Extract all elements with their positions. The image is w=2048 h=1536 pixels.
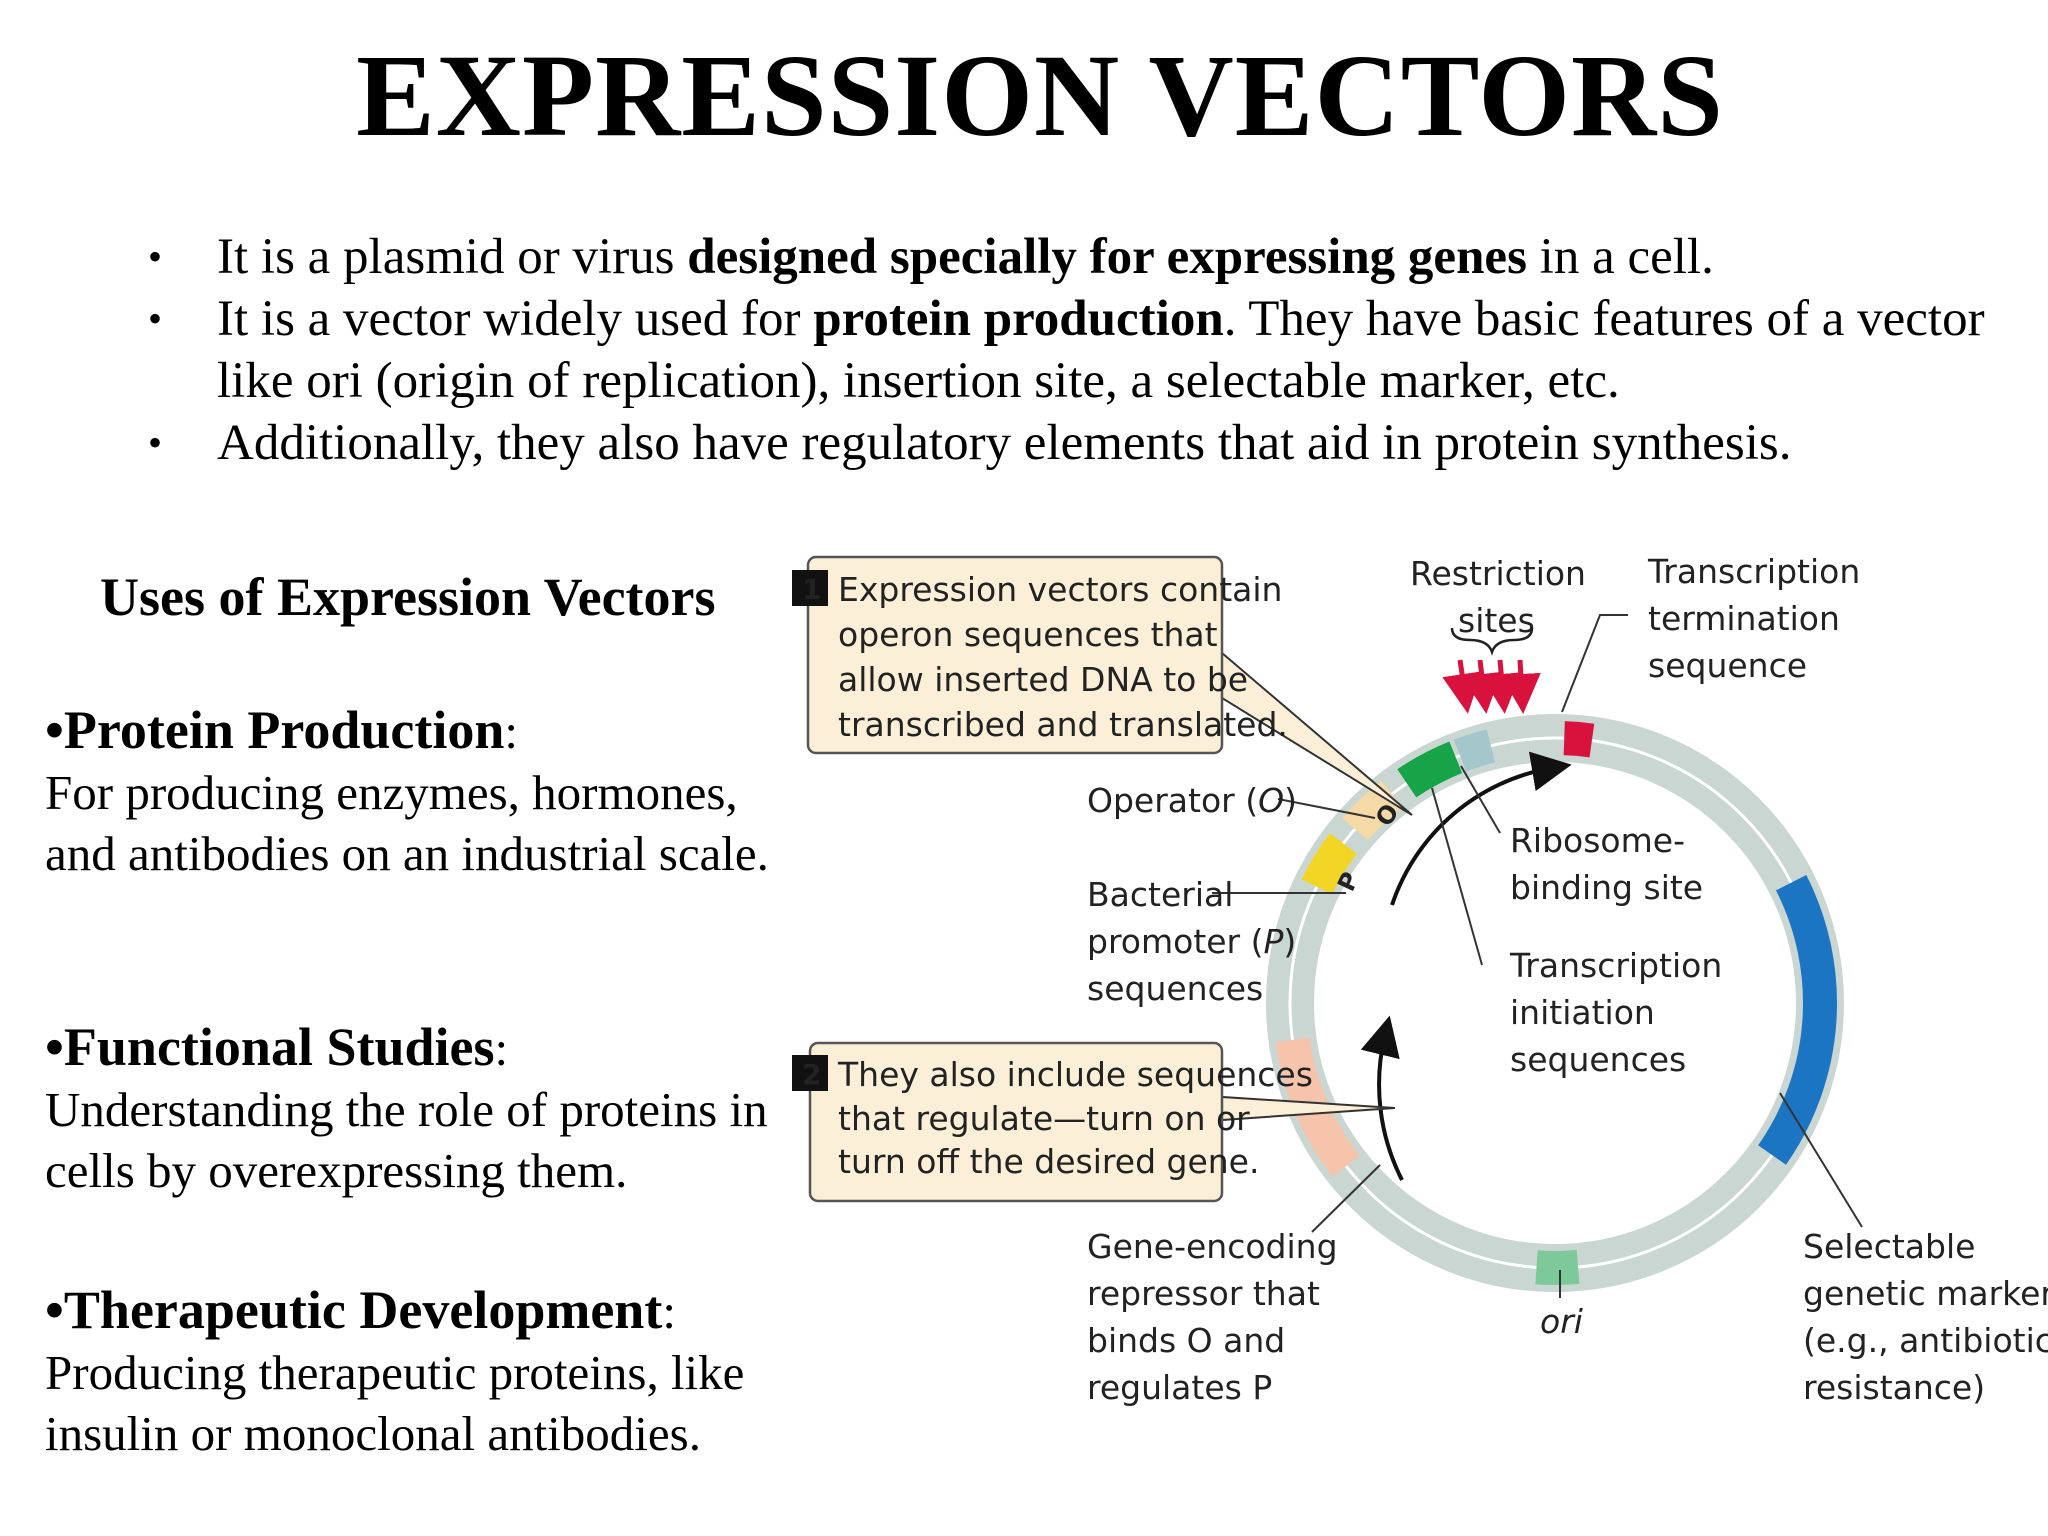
use-heading: Therapeutic Development [63,1280,663,1340]
operator-leader [1277,798,1376,819]
initiation-label: Transcription [1509,946,1722,985]
termination-label: termination [1648,599,1840,638]
box2-line: that regulate—turn on or [838,1099,1250,1138]
promoter-label: Bacterial [1087,875,1233,914]
restriction-label: Restriction [1410,554,1586,593]
bullet-text: Additionally, they also have regulatory … [217,415,1792,471]
box1-number-badge [792,570,828,606]
promoter-label: promoter (P) [1087,922,1296,961]
restriction-arrows [1442,659,1541,714]
box1-number: 1 [802,573,821,606]
bullet-list: • It is a plasmid or virus designed spec… [140,226,2020,474]
box1-line: operon sequences that [838,615,1218,654]
bullet-bold-text: protein production [813,291,1224,347]
promoter-label: sequences [1087,969,1263,1008]
use-item-functional-studies: •Functional Studies: Understanding the r… [45,1017,805,1201]
marker-label: (e.g., antibiotic [1803,1321,2048,1360]
termination-label: Transcription [1647,552,1860,591]
restriction-label: sites [1458,601,1535,640]
initiation-label: initiation [1510,993,1655,1032]
promoter-segment [1301,833,1358,895]
use-description: Producing therapeutic proteins, like ins… [45,1345,745,1461]
box1-line: transcribed and translated. [838,705,1288,744]
marker-label: genetic marker [1803,1274,2048,1313]
uses-heading: Uses of Expression Vectors [100,567,716,627]
restriction-brace [1450,627,1534,656]
bullet-item: • Additionally, they also have regulator… [140,412,2020,474]
marker-label: Selectable [1803,1227,1975,1266]
use-heading: Protein Production [63,700,505,760]
box2-number: 2 [802,1058,821,1091]
bullet-item: • It is a plasmid or virus designed spec… [140,226,2020,288]
repressor-label: repressor that [1087,1274,1320,1313]
use-description: Understanding the role of proteins in ce… [45,1082,768,1198]
use-item-protein-production: •Protein Production: For producing enzym… [45,700,805,884]
bullet-text: It is a vector widely used for [217,291,814,347]
box2-line: turn off the desired gene. [838,1142,1259,1181]
ribosome-binding-segment [1453,729,1496,772]
bullet-item: • It is a vector widely used for protein… [140,288,2020,412]
callout-box-1 [806,555,1224,755]
box2-number-badge [792,1055,828,1091]
box1-line: Expression vectors contain [838,570,1282,609]
repressor-label: binds O and [1087,1321,1285,1360]
box1-line: allow inserted DNA to be [838,660,1248,699]
bullet-text: It is a plasmid or virus [217,229,688,285]
bullet-dot: • [148,234,163,279]
operator-label: Operator (O) [1087,781,1297,820]
termination-segment [1563,721,1595,758]
use-description: For producing enzymes, hormones, and ant… [45,765,769,881]
ori-label: ori [1540,1302,1583,1341]
ribosome-label: binding site [1510,868,1703,907]
bullet-dot: • [148,296,163,341]
operator-segment [1342,780,1403,841]
bullet-dot: • [148,420,163,465]
ribosome-leader [1460,765,1501,834]
bullet-bold-text: designed specially for expressing genes [687,229,1527,285]
callout-box-2 [808,1041,1224,1203]
termination-label: sequence [1648,646,1807,685]
marker-label: resistance) [1803,1368,1985,1407]
transcription-arrow [1390,751,1572,906]
use-item-therapeutic-development: •Therapeutic Development: Producing ther… [45,1280,805,1464]
initiation-label: sequences [1510,1040,1686,1079]
termination-leader [1561,614,1628,713]
repressor-label: regulates P [1087,1368,1272,1407]
ori-segment [1535,1250,1580,1285]
use-heading: Functional Studies [63,1017,495,1077]
repressor-leader [1311,1164,1381,1233]
repressor-label: Gene-encoding [1087,1227,1338,1266]
marker-leader [1779,1092,1863,1228]
ribosome-label: Ribosome- [1510,821,1685,860]
bullet-text: in a cell. [1526,229,1714,285]
leader-lines [1212,614,1863,1298]
box2-line: They also include sequences [837,1055,1313,1094]
initiation-leader [1431,787,1483,966]
bullet-text: . They have basic features of a vector l… [217,291,1985,409]
slide-title: EXPRESSION VECTORS [356,30,1724,161]
selectable-marker-segment [1758,874,1837,1165]
initiation-segment [1397,741,1463,798]
